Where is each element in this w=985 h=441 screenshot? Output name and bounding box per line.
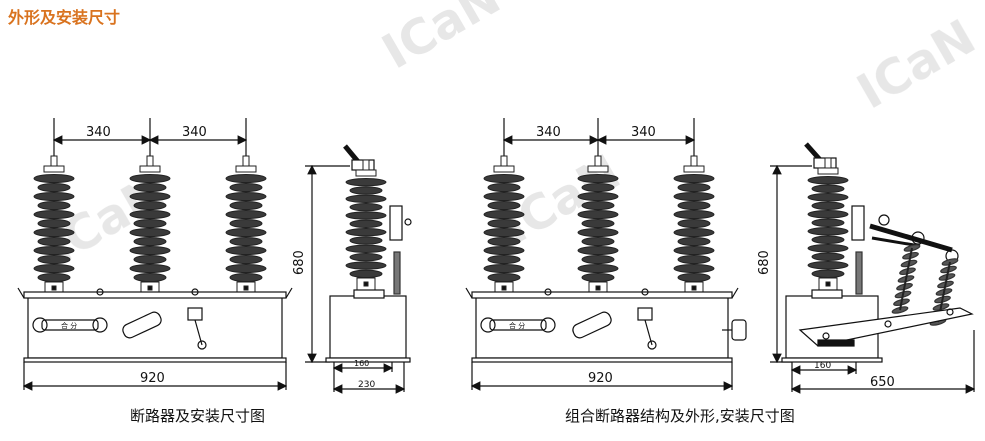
insulator (577, 155, 619, 297)
section-title: 外形及安装尺寸 (8, 8, 121, 27)
left-dim-width: 920 (140, 371, 165, 386)
insulator (225, 155, 267, 297)
left-dim-side-inner: 160 (354, 359, 369, 368)
side-insulator (345, 159, 387, 293)
right-dim-height: 680 (757, 250, 772, 275)
watermark-text-4: ICaN (848, 9, 985, 120)
insulator (33, 155, 75, 297)
right-front-view: 合 分 (465, 118, 747, 391)
right-caption: 组合断路器结构及外形,安装尺寸图 (565, 407, 795, 425)
svg-text:合 分: 合 分 (509, 321, 525, 330)
left-dim-side-outer: 230 (358, 380, 375, 390)
right-dim-pitch-1: 340 (536, 125, 561, 140)
insulator (673, 155, 715, 297)
insulator (483, 155, 525, 297)
left-dim-height: 680 (292, 250, 307, 275)
side-insulator (807, 157, 849, 293)
left-front-view: 合 分 (17, 118, 293, 391)
right-side-view (770, 142, 976, 394)
right-dim-side-outer: 650 (870, 375, 895, 390)
arrester (891, 244, 921, 314)
left-caption: 断路器及安装尺寸图 (130, 407, 266, 425)
left-dim-pitch-2: 340 (182, 125, 207, 140)
insulator (345, 159, 387, 293)
left-side-view (305, 144, 412, 394)
right-dim-side-inner: 160 (814, 361, 831, 371)
right-dim-width: 920 (588, 371, 613, 386)
right-dim-pitch-2: 340 (631, 125, 656, 140)
watermark-text-1: ICaN (373, 0, 510, 80)
left-dim-pitch-1: 340 (86, 125, 111, 140)
insulator-group (483, 155, 715, 297)
insulator (807, 157, 849, 293)
svg-text:合 分: 合 分 (61, 321, 77, 330)
